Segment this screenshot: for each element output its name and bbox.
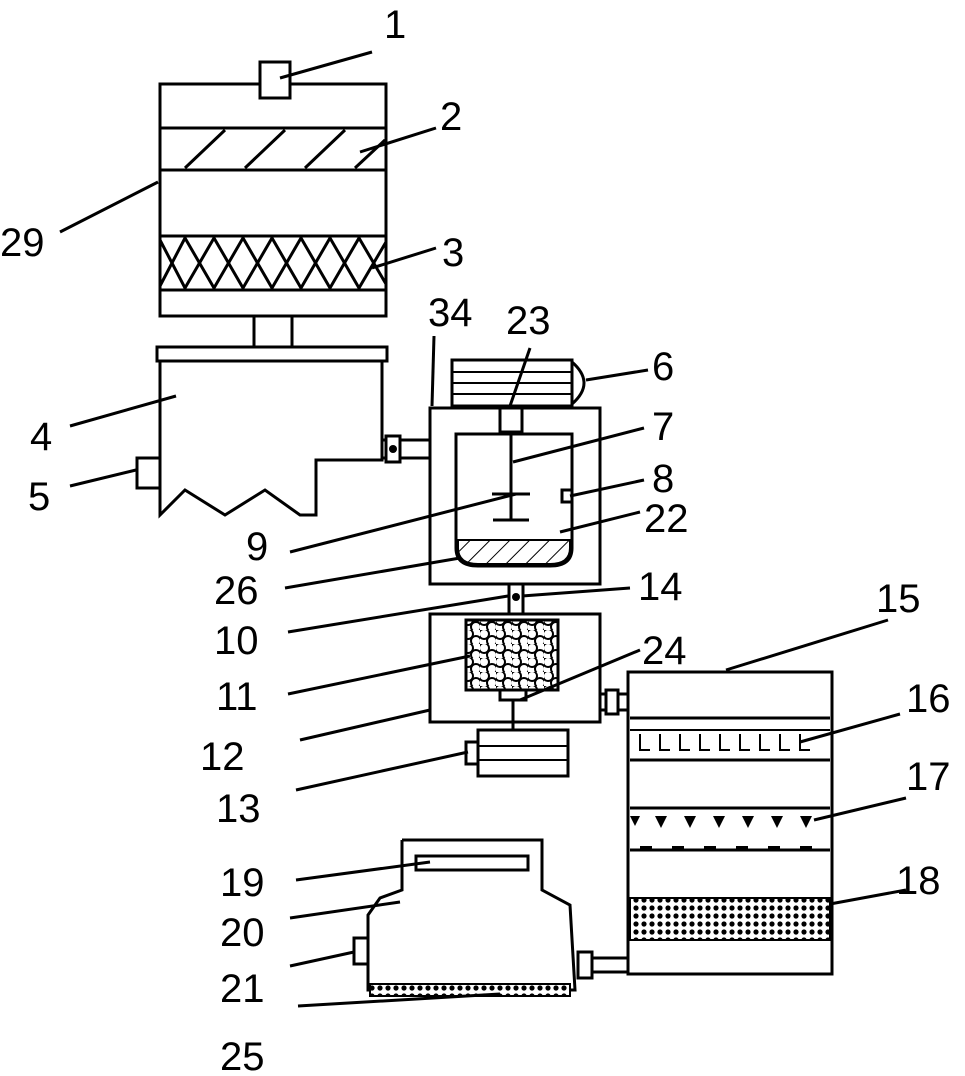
label-9: 9	[246, 525, 268, 569]
label-25: 25	[220, 1035, 265, 1076]
top-inlet-fitting	[258, 60, 292, 100]
label-19: 19	[220, 861, 265, 905]
label-4: 4	[30, 415, 52, 459]
label-18: 18	[896, 859, 941, 903]
label-2: 2	[440, 95, 462, 139]
label-10: 10	[214, 619, 259, 663]
reference-labels: 1 2 29 3 34 23 6 4 7 5 8 9 22 26 14 10 1…	[0, 3, 951, 1076]
mixing-tank	[428, 358, 602, 586]
side-outlet-5	[135, 456, 162, 490]
label-3: 3	[442, 231, 464, 275]
grinder-motor	[476, 728, 570, 778]
label-21: 21	[220, 967, 265, 1011]
label-24: 24	[642, 629, 687, 673]
neck-connector	[252, 314, 294, 350]
label-29: 29	[0, 221, 45, 265]
label-12: 12	[200, 735, 245, 779]
label-34: 34	[428, 291, 473, 335]
label-26: 26	[214, 569, 259, 613]
label-8: 8	[652, 457, 674, 501]
label-5: 5	[28, 475, 50, 519]
label-7: 7	[652, 405, 674, 449]
treatment-tower	[576, 670, 834, 980]
filter-column	[158, 60, 388, 318]
label-16: 16	[906, 677, 951, 721]
label-13: 13	[216, 787, 261, 831]
label-22: 22	[644, 497, 689, 541]
label-15: 15	[876, 577, 921, 621]
leader-lines	[59, 50, 907, 1008]
filter-layer-crossed	[158, 234, 388, 292]
label-20: 20	[220, 911, 265, 955]
collector-tank	[352, 838, 577, 997]
label-11: 11	[216, 675, 258, 719]
label-23: 23	[506, 299, 551, 343]
label-6: 6	[652, 345, 674, 389]
crusher-housing	[135, 345, 432, 519]
label-14: 14	[638, 565, 683, 609]
label-17: 17	[906, 755, 951, 799]
label-1: 1	[384, 3, 406, 47]
grinding-box	[428, 612, 628, 778]
